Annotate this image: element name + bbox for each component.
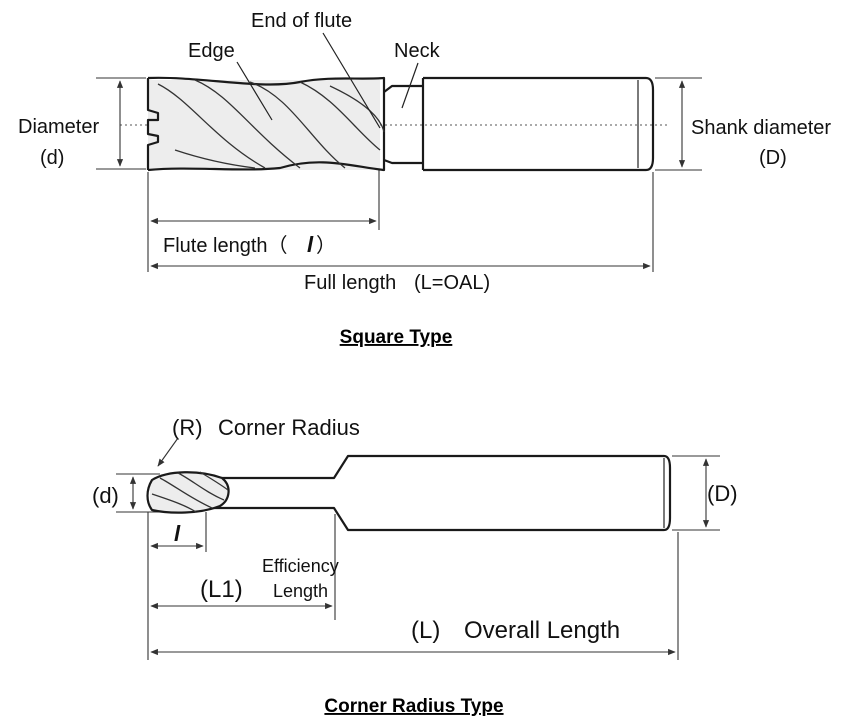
cr-helix-4 [199,471,229,491]
square-flute-outline [147,76,386,172]
label-full-length: Full length [304,272,396,294]
label-diameter-symbol: (d) [40,147,64,169]
square-helix-4 [299,81,381,151]
cr-shank-body [207,454,672,532]
cr-head-outline [146,471,230,514]
label-diameter: Diameter [18,116,99,138]
cr-helix-1 [159,477,213,509]
edge-leader [236,61,273,121]
square-shank-body [423,76,655,172]
neck-leader [401,62,419,109]
label-efficiency-symbol: (L1) [200,576,243,603]
caption-corner-radius-type: Corner Radius Type [324,696,503,717]
corner-radius-type-diagram: (R) Corner Radius (d) (D) l (L1) Efficie… [92,415,738,717]
corner-radius-leader [157,437,179,467]
label-cr-diameter-symbol: (d) [92,483,119,508]
label-corner-radius-symbol: (R) [172,415,203,440]
label-overall-length: Overall Length [464,617,620,644]
label-edge: Edge [188,40,235,62]
label-overall-symbol: (L) [411,617,440,644]
square-helix-1 [157,83,266,169]
caption-square-type: Square Type [340,327,453,348]
square-cutting-end [146,78,160,170]
label-corner-radius: Corner Radius [218,415,360,440]
square-helix-6 [329,85,385,133]
square-flute-fill [148,80,380,170]
label-efficiency-line2: Length [273,581,328,601]
cr-helix-3 [151,493,197,513]
end-of-flute-leader [322,32,381,129]
square-helix-3 [249,81,346,169]
label-flute-length: Flute length（ [163,234,288,257]
label-cr-shank-symbol: (D) [707,481,738,506]
label-neck: Neck [394,40,441,62]
label-shank-symbol: (D) [759,147,787,169]
label-cr-flute-symbol: l [174,521,181,546]
label-full-length-symbol: (L=OAL) [414,272,490,294]
label-end-of-flute: End of flute [251,10,352,32]
label-flute-length-close: ） [316,234,336,257]
square-neck [383,84,423,165]
square-type-diagram: End of flute Edge Neck Diameter (d) Shan… [18,10,831,348]
square-helix-5 [174,149,256,169]
cr-helix-2 [177,472,225,501]
label-flute-length-symbol: l [307,232,314,257]
label-shank-diameter: Shank diameter [691,117,831,139]
label-efficiency-line1: Efficiency [262,556,339,576]
square-helix-2 [194,79,301,169]
